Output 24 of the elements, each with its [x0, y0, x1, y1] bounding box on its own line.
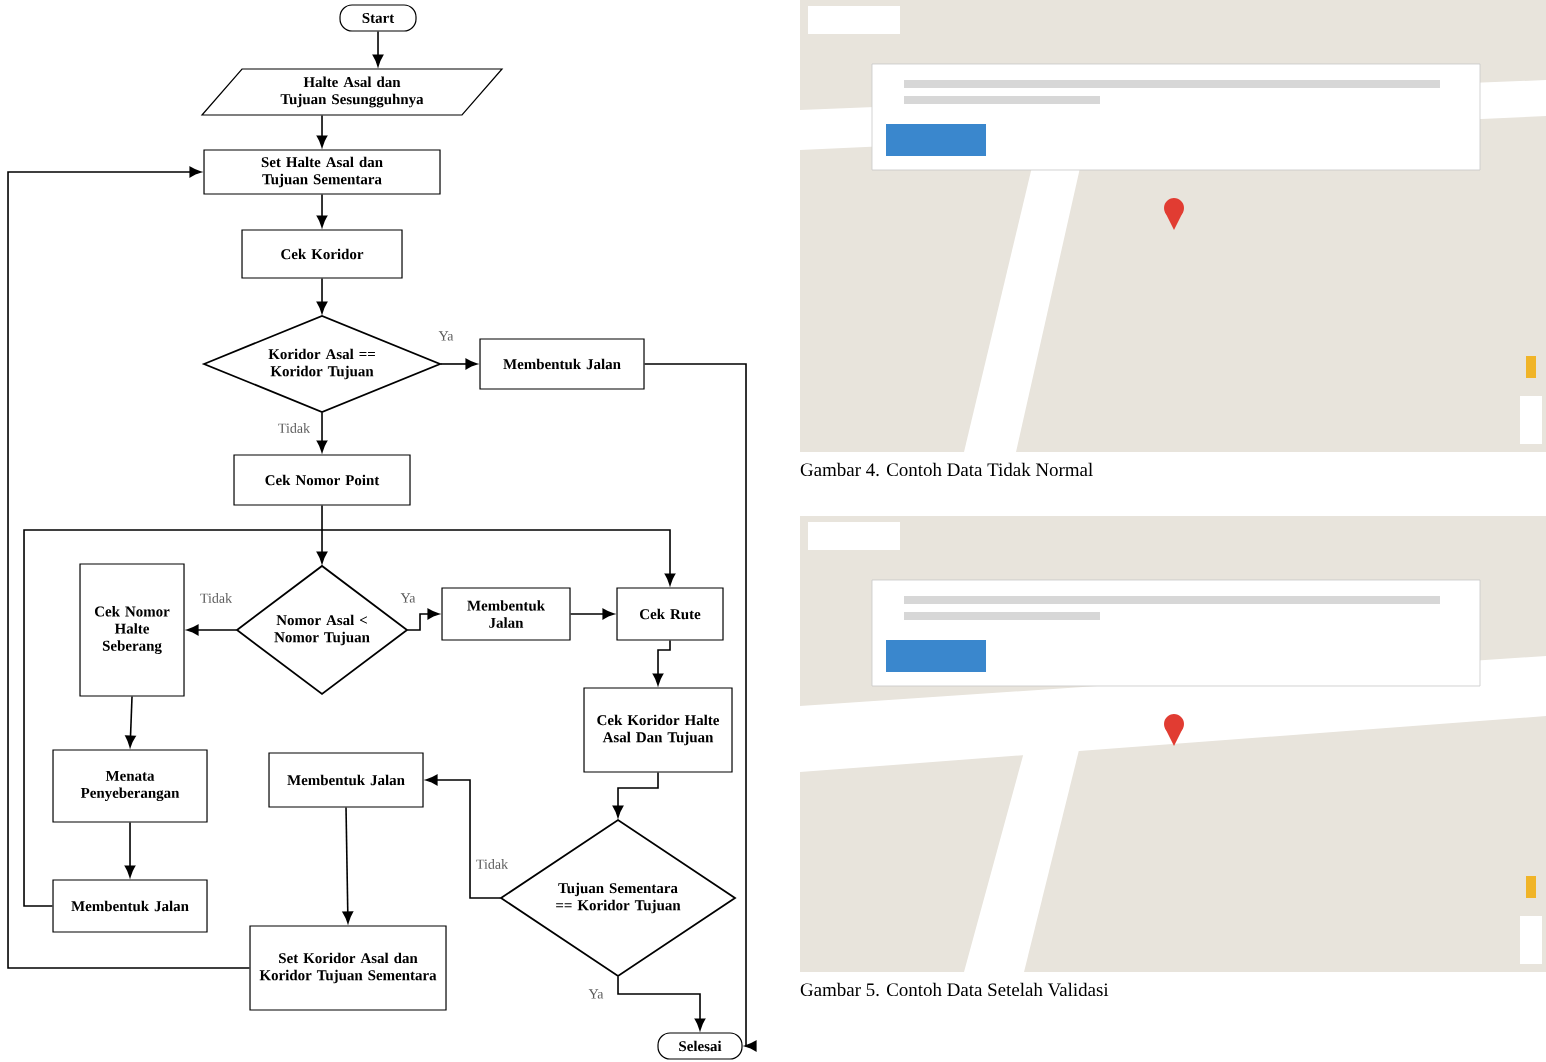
- arrow: [124, 821, 136, 878]
- arrow: [316, 114, 328, 148]
- figure-caption: Gambar 5. Contoh Data Setelah Validasi: [800, 982, 1109, 997]
- arrow: [186, 624, 238, 636]
- arrow: [612, 771, 659, 818]
- arrow: [652, 639, 671, 686]
- figure-caption: Gambar 4. Contoh Data Tidak Normal: [800, 462, 1093, 477]
- arrow: [125, 695, 136, 748]
- arrow: [316, 193, 328, 228]
- arrow: [406, 608, 440, 631]
- arrow: [569, 608, 615, 620]
- arrow: [316, 411, 328, 453]
- arrow: [7, 166, 251, 969]
- arrow: [439, 358, 478, 370]
- arrow: [643, 363, 757, 1052]
- picture: [800, 516, 1546, 972]
- arrow: [342, 806, 354, 924]
- arrow: [316, 277, 328, 314]
- arrow: [372, 30, 384, 67]
- arrow: [316, 504, 328, 564]
- arrow: [23, 529, 676, 907]
- picture: [800, 0, 1546, 452]
- arrow: [425, 774, 502, 899]
- arrow: [617, 975, 706, 1031]
